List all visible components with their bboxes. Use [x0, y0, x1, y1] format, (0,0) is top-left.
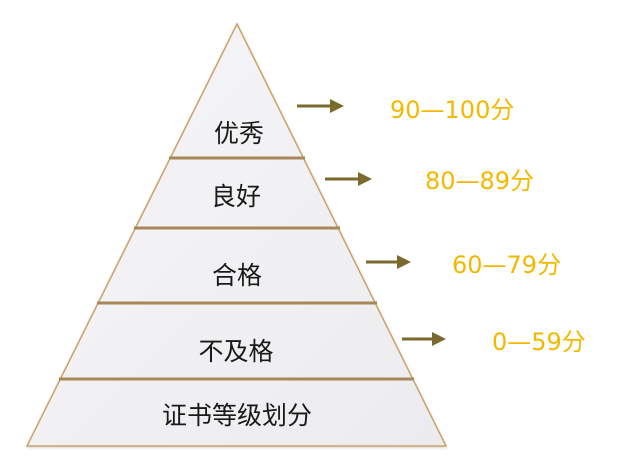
- tier-label-certificate-grading: 证书等级划分: [162, 401, 312, 430]
- tier-label-pass: 合格: [212, 261, 262, 290]
- score-range-good: 80—89分: [425, 167, 534, 195]
- score-range-fail: 0—59分: [492, 328, 586, 356]
- tier-label-excellent: 优秀: [214, 119, 264, 148]
- arrow-icon: [297, 99, 344, 113]
- arrow-icon: [366, 255, 411, 269]
- score-range-excellent: 90—100分: [390, 96, 514, 124]
- tier-label-fail: 不及格: [198, 337, 273, 366]
- arrow-icon: [402, 332, 446, 346]
- tier-label-good: 良好: [211, 182, 261, 211]
- score-range-pass: 60—79分: [452, 251, 561, 279]
- pyramid-body: [25, 22, 448, 447]
- arrow-icon: [325, 172, 372, 186]
